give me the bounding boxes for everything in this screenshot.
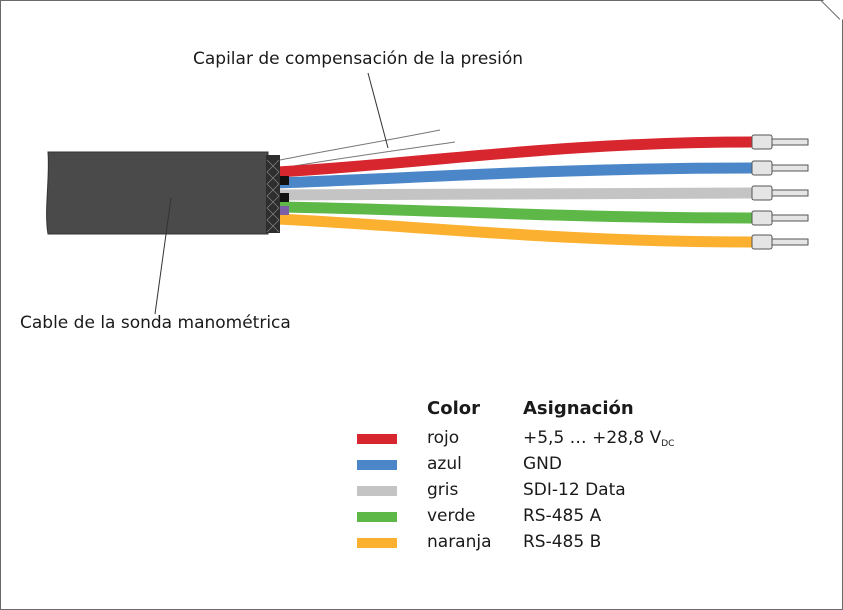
- capillary-tube: [279, 129, 441, 161]
- swatch-green: [357, 512, 397, 522]
- wire-red: [277, 136, 753, 178]
- wire-orange: [277, 213, 753, 248]
- inner-stub-purple: [280, 206, 289, 215]
- legend-row-green: verde RS-485 A: [357, 503, 777, 529]
- swatch-orange: [357, 538, 397, 548]
- assignment: RS-485 B: [523, 532, 602, 552]
- color-name: naranja: [427, 532, 492, 552]
- wire-blue: [277, 162, 753, 189]
- wire-gray: [277, 187, 753, 201]
- ferrule-green: [751, 210, 809, 226]
- assignment: +5,5 … +28,8 VDC: [523, 425, 674, 457]
- legend-row-red: rojo +5,5 … +28,8 VDC: [357, 425, 777, 451]
- cable-jacket: [46, 151, 269, 235]
- color-name: gris: [427, 480, 459, 500]
- ferrule-red: [751, 134, 809, 150]
- legend-row-orange: naranja RS-485 B: [357, 529, 777, 555]
- shield-texture: [266, 159, 280, 233]
- legend-row-blue: azul GND: [357, 451, 777, 477]
- swatch-red: [357, 434, 397, 444]
- capillary-tube-inner: [281, 141, 456, 169]
- assignment-subscript: DC: [661, 439, 675, 449]
- color-name: rojo: [427, 428, 460, 448]
- legend-header-color: Color: [427, 398, 480, 419]
- wire-green: [277, 201, 753, 224]
- folded-corner: [823, 0, 843, 20]
- swatch-blue: [357, 460, 397, 470]
- leader-capillary: [367, 72, 389, 149]
- color-name: azul: [427, 454, 462, 474]
- ferrule-gray: [751, 185, 809, 201]
- inner-stub-black-1: [280, 176, 289, 185]
- ferrule-blue: [751, 160, 809, 176]
- assignment: SDI-12 Data: [523, 480, 626, 500]
- legend-header-assignment: Asignación: [523, 398, 634, 419]
- assignment: GND: [523, 454, 562, 474]
- leader-cable: [154, 197, 172, 315]
- ferrule-orange: [751, 234, 809, 250]
- assignment-text: +5,5 … +28,8 V: [523, 428, 662, 448]
- assignment: RS-485 A: [523, 506, 602, 526]
- color-name: verde: [427, 506, 476, 526]
- capillary-label: Capilar de compensación de la presión: [193, 49, 524, 69]
- cable-label: Cable de la sonda manométrica: [20, 313, 291, 333]
- inner-stub-black-2: [280, 193, 289, 202]
- swatch-gray: [357, 486, 397, 496]
- legend-row-gray: gris SDI-12 Data: [357, 477, 777, 503]
